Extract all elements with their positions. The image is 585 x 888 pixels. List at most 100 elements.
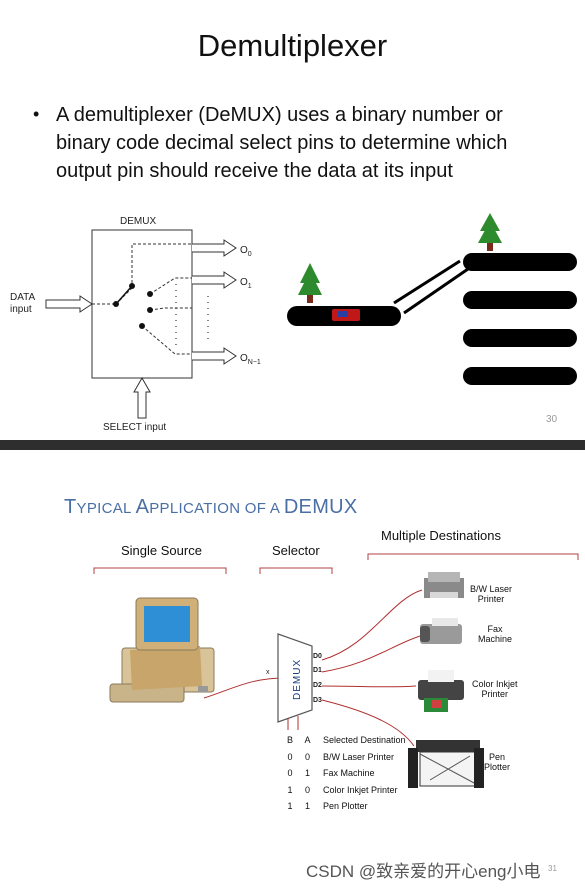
output-arrow-n — [192, 347, 237, 365]
output-wire-d2 — [321, 685, 417, 688]
output-o-letter: O — [240, 353, 248, 364]
dest-track-2 — [463, 329, 577, 347]
table-header-cell: B — [286, 735, 293, 746]
output-wire-d0 — [321, 589, 423, 661]
tree-icon — [298, 263, 322, 303]
page-number: 30 — [546, 414, 558, 425]
table-cell: 0 — [287, 751, 293, 762]
output-o1-label: O1 — [240, 277, 252, 290]
dest-label-line: Fax — [487, 624, 503, 634]
dest-label-line: Machine — [478, 634, 513, 644]
slide-typical-application: TYPICAL APPLICATION OF A DEMUX Single So… — [0, 450, 585, 888]
multiple-destinations-label: Multiple Destinations — [381, 528, 501, 543]
dest-track-1 — [463, 291, 577, 309]
bracket-source — [93, 567, 227, 574]
table-cell: Pen Plotter — [323, 801, 368, 812]
output-wire-d3 — [321, 699, 415, 747]
select-input-label: SELECT input — [103, 422, 166, 433]
slide-title: TYPICAL APPLICATION OF A DEMUX — [64, 496, 358, 519]
computer-icon — [109, 597, 215, 703]
table-cell: 0 — [304, 751, 310, 762]
watermark: CSDN @致亲爱的开心eng小电 — [306, 862, 541, 881]
dest-track-0 — [463, 253, 577, 271]
table-cell: 1 — [287, 801, 293, 812]
switch-pivot — [113, 301, 119, 307]
title-part: PPLICATION OF A — [149, 500, 284, 517]
application-diagram: DEMUX x D0 D1 D2 D3 — [93, 553, 579, 788]
table-cell: Color Inkjet Printer — [323, 784, 398, 795]
selection-table: B A Selected Destination 0 0 B/W Laser P… — [282, 732, 406, 815]
output-sub-1: 1 — [248, 283, 252, 290]
table-row: 0 0 B/W Laser Printer — [282, 749, 406, 766]
slide-demultiplexer: Demultiplexer • A demultiplexer (DeMUX) … — [0, 0, 585, 440]
output-d1-label: D1 — [313, 667, 322, 674]
bracket-selector — [259, 567, 333, 574]
dest-label-line: B/W Laser — [470, 584, 513, 594]
demux-block-label: DEMUX — [292, 659, 303, 700]
dotted-ellipsis — [175, 284, 209, 350]
train-car-icon — [332, 309, 360, 321]
input-x-label: x — [266, 669, 270, 676]
table-cell: 1 — [304, 801, 310, 812]
dest-label-line: Color Inkjet — [472, 679, 518, 689]
data-input-label: DATA — [10, 292, 36, 303]
contact-1 — [147, 291, 153, 297]
contact-0 — [129, 283, 135, 289]
switch-rails — [393, 259, 469, 315]
selector-label: Selector — [272, 543, 320, 558]
pen-plotter-icon — [408, 740, 484, 788]
bullet-marker: • — [33, 104, 40, 124]
table-cell: B/W Laser Printer — [323, 751, 395, 762]
output-o0-label: O0 — [240, 245, 252, 258]
bullet-text: A demultiplexer (DeMUX) uses a binary nu… — [56, 104, 508, 182]
single-source-label: Single Source — [121, 543, 202, 558]
output-on-label: ON−1 — [240, 353, 261, 366]
select-input-arrow — [133, 376, 151, 419]
demux-block-diagram: DEMUX DATA input O0 O1 ON−1 SELECT input — [10, 216, 261, 433]
tree-icon — [478, 213, 502, 251]
table-cell: 1 — [287, 784, 293, 795]
input-wire — [203, 677, 285, 699]
table-row: 0 1 Fax Machine — [282, 765, 406, 782]
internal-wires — [92, 243, 192, 355]
contact-2 — [147, 307, 153, 313]
output-sub-0: 0 — [248, 251, 252, 258]
table-header-cell: Selected Destination — [323, 735, 406, 746]
table-header-cell: A — [304, 735, 311, 746]
output-sub-n: N−1 — [248, 359, 261, 366]
contact-n — [139, 323, 145, 329]
color-inkjet-printer-icon — [418, 670, 464, 712]
table-row: 1 1 Pen Plotter — [282, 798, 406, 815]
data-input-label-2: input — [10, 304, 32, 315]
dest-label-line: Pen — [489, 752, 506, 762]
output-arrow-0 — [192, 239, 237, 257]
output-o-letter: O — [240, 245, 248, 256]
dest-label-line: Plotter — [484, 762, 511, 772]
table-cell: Fax Machine — [323, 768, 375, 779]
table-row: 1 0 Color Inkjet Printer — [282, 782, 406, 799]
table-cell: 0 — [304, 784, 310, 795]
title-part: A — [135, 496, 150, 518]
slide-title: Demultiplexer — [197, 28, 388, 63]
output-d3-label: D3 — [313, 697, 322, 704]
table-header-row: B A Selected Destination — [282, 732, 406, 749]
title-part: T — [64, 496, 77, 518]
dest-label-line: Printer — [481, 689, 509, 699]
title-part: DEMUX — [283, 496, 358, 518]
page-number: 31 — [548, 864, 557, 873]
fax-machine-icon — [420, 618, 462, 644]
output-d2-label: D2 — [313, 682, 322, 689]
table-cell: 1 — [304, 768, 310, 779]
title-part: YPICAL — [76, 500, 136, 517]
bracket-destinations — [367, 553, 579, 560]
output-arrow-1 — [192, 271, 237, 289]
slide-divider — [0, 440, 585, 450]
railroad-switch-illustration — [287, 213, 577, 385]
demux-trapezoid — [277, 633, 313, 723]
output-o-letter: O — [240, 277, 248, 288]
table-cell: 0 — [287, 768, 293, 779]
data-input-arrow — [45, 295, 93, 313]
